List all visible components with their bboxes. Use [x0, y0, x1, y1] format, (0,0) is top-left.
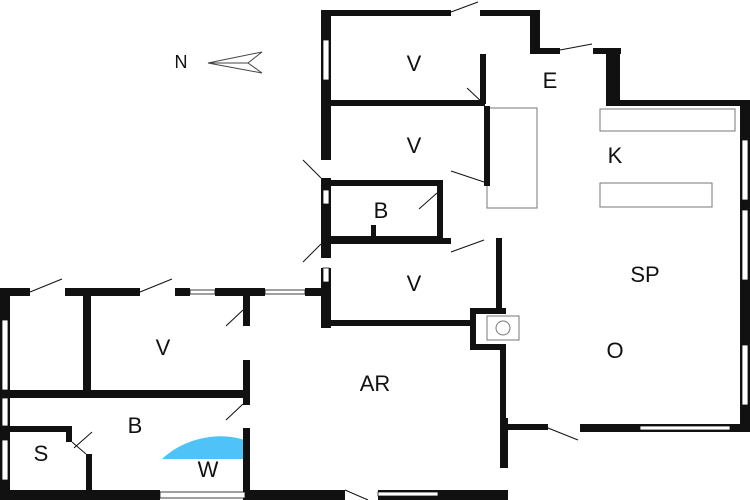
kitchen-counter: [486, 107, 538, 209]
room-living: O: [606, 338, 623, 363]
compass: N: [175, 51, 263, 74]
room-kitchen: K: [608, 143, 623, 168]
room-v-third: V: [407, 271, 422, 296]
stove-icon: [495, 320, 511, 336]
room-bath-lower: B: [128, 413, 143, 438]
room-activity: AR: [360, 371, 391, 396]
stove-box: [486, 315, 520, 341]
room-dining: SP: [630, 262, 659, 287]
kitchen-counter-top: [599, 108, 736, 132]
kitchen-island: [599, 182, 713, 208]
room-sauna: S: [34, 441, 49, 466]
windows: [1, 39, 749, 499]
room-shower: W: [198, 457, 219, 482]
room-entrance: E: [543, 68, 558, 93]
room-bath-upper: B: [374, 198, 389, 223]
compass-label: N: [175, 52, 188, 72]
doors: [29, 1, 593, 500]
shower-fill: [165, 436, 245, 459]
room-v-second: V: [407, 133, 422, 158]
walls: [0, 10, 750, 500]
room-labels: V E V K B SP V O V AR B S W: [34, 51, 660, 482]
room-v-left: V: [156, 335, 171, 360]
room-v-top: V: [407, 51, 422, 76]
